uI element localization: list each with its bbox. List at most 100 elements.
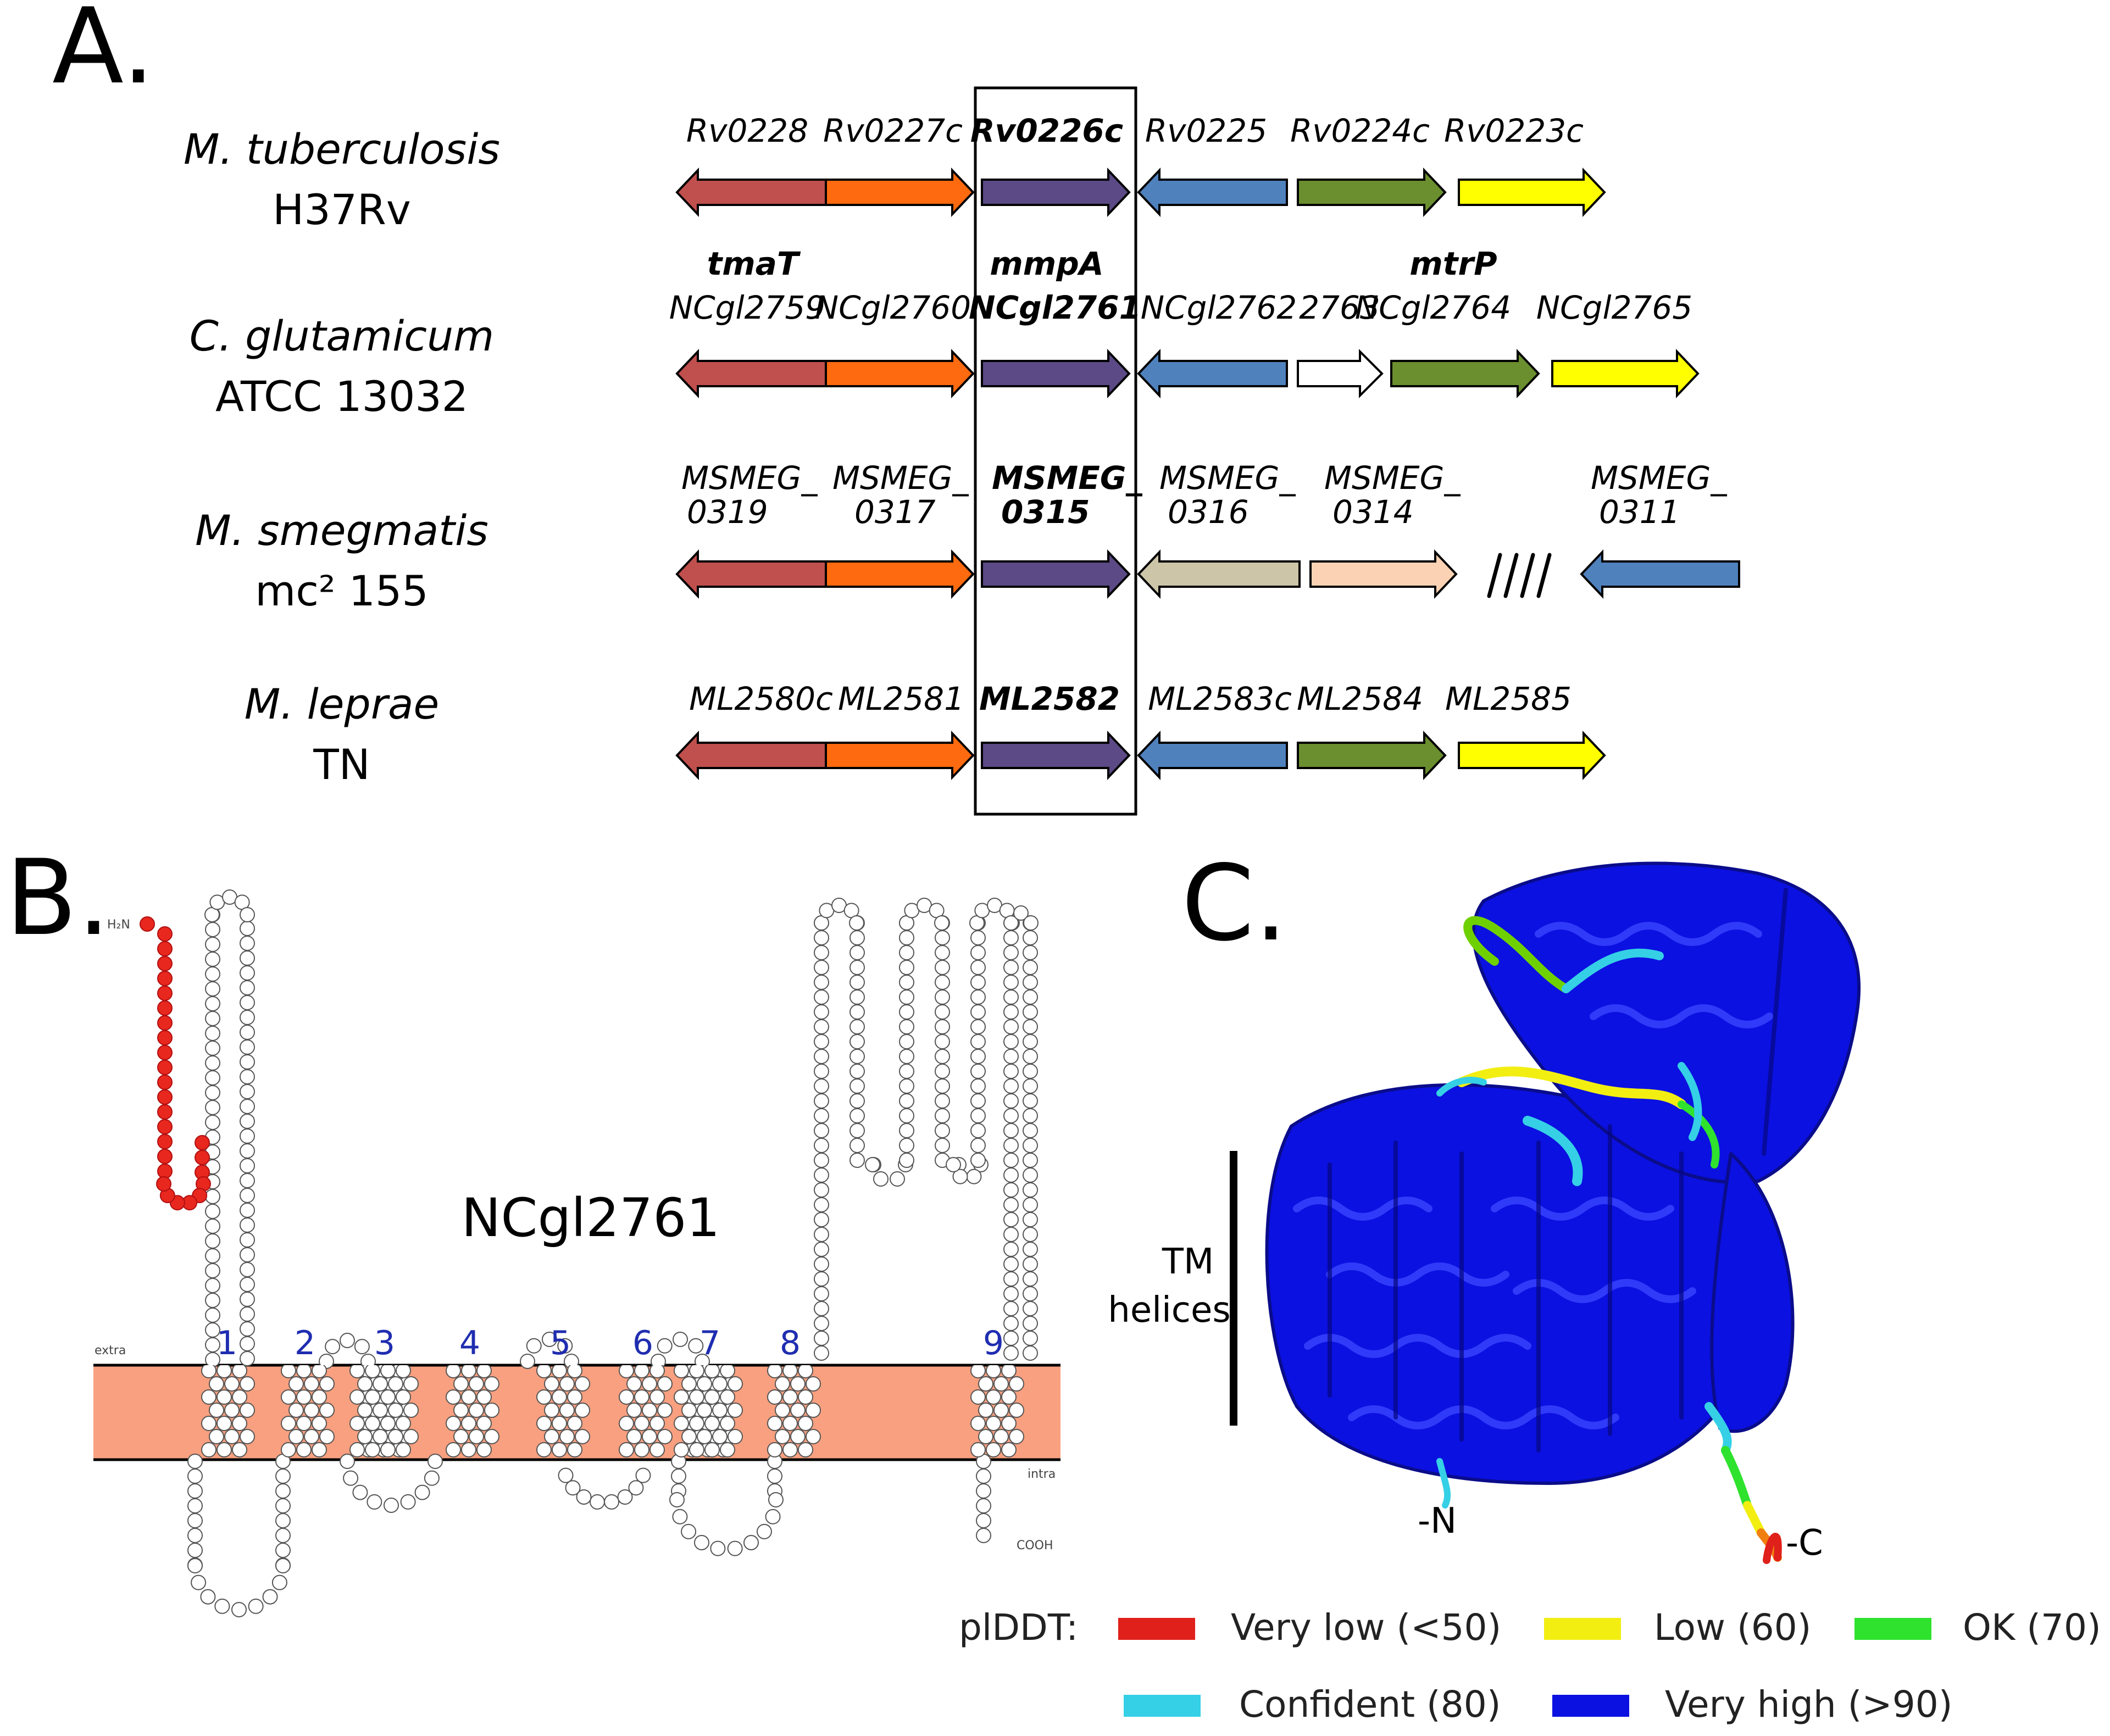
- residue: [275, 1468, 291, 1484]
- residue: [325, 1339, 341, 1355]
- tm-residue: [312, 1442, 327, 1457]
- gene-arrow: [1297, 730, 1447, 781]
- tm-residue: [319, 1376, 335, 1392]
- residue: [205, 1100, 220, 1115]
- gene-label: ML2580c: [689, 680, 833, 717]
- residue: [240, 1321, 255, 1337]
- tm-residue: [642, 1429, 657, 1444]
- residue: [205, 1011, 220, 1026]
- gene-arrow: [1137, 348, 1288, 399]
- helix-number: 6: [632, 1324, 653, 1362]
- tm-residue: [304, 1429, 319, 1444]
- gene-label-number: 0316: [1168, 493, 1249, 531]
- residue: [849, 1049, 865, 1064]
- tm-residue: [201, 1365, 216, 1378]
- tm-residue: [357, 1403, 373, 1418]
- residue: [1003, 1004, 1019, 1020]
- residue: [240, 921, 255, 936]
- tm-residue: [469, 1429, 484, 1444]
- gene-arrows-msm: [675, 549, 1740, 599]
- residue: [240, 1173, 255, 1188]
- tm-residue: [216, 1389, 232, 1405]
- gene-arrow: [675, 167, 827, 218]
- residue: [899, 930, 914, 945]
- helix-number: 7: [699, 1324, 720, 1362]
- tm-residue: [782, 1416, 798, 1431]
- residue: [1023, 1167, 1038, 1183]
- tm-residue: [357, 1376, 373, 1392]
- tm-residue: [281, 1416, 296, 1431]
- signal-residue: [157, 1089, 173, 1105]
- residue: [1003, 1227, 1019, 1242]
- residue: [240, 1188, 255, 1203]
- c-terminus-label-c: -C: [1786, 1523, 1823, 1563]
- panel-b: B. extra intra H₂N COOH NCgl2761 1 2 3 4…: [5, 837, 1060, 1617]
- residue: [205, 1115, 220, 1130]
- n-terminus-label: H₂N: [107, 918, 130, 932]
- residue: [899, 1093, 914, 1109]
- tm-residue: [240, 1376, 255, 1392]
- residue: [617, 1489, 633, 1505]
- residue: [187, 1543, 203, 1558]
- signal-residue: [157, 1119, 173, 1134]
- residue: [814, 1271, 829, 1287]
- gene-arrow: [981, 167, 1131, 218]
- residue: [240, 1232, 255, 1248]
- tm-residue: [657, 1403, 673, 1418]
- residue: [1003, 1138, 1019, 1153]
- residue: [240, 995, 255, 1010]
- residue: [187, 1483, 203, 1499]
- tm-residue: [986, 1365, 1001, 1378]
- tm-residue: [559, 1376, 575, 1392]
- tm-residue: [575, 1429, 590, 1444]
- tm-residue: [209, 1429, 224, 1444]
- residue: [1003, 1049, 1019, 1064]
- tm-residue: [403, 1429, 419, 1444]
- residue: [191, 1574, 207, 1590]
- residue: [814, 930, 829, 945]
- gene-label: ML2585: [1445, 680, 1572, 717]
- gene-label: NCgl2765: [1536, 289, 1692, 326]
- residue: [1023, 960, 1038, 975]
- tm-residue: [798, 1389, 813, 1405]
- tm-residue: [619, 1416, 634, 1431]
- strain-mle: TN: [313, 740, 370, 789]
- tm-residue: [224, 1403, 240, 1418]
- legend-swatch-ok: [1854, 1618, 1931, 1640]
- residue: [814, 1093, 829, 1109]
- residue: [240, 1099, 255, 1114]
- tm-residue: [232, 1416, 247, 1431]
- residue: [384, 1498, 399, 1513]
- residue: [899, 1049, 914, 1064]
- residue: [240, 1306, 255, 1322]
- tm-residue: [567, 1389, 582, 1405]
- gene-label: MSMEG_: [681, 459, 818, 497]
- residue: [1003, 1345, 1019, 1361]
- tm-residue: [806, 1403, 821, 1418]
- tm-residue: [224, 1376, 240, 1392]
- c-terminus-label: COOH: [1017, 1539, 1053, 1553]
- residue: [935, 960, 950, 975]
- residue: [240, 1010, 255, 1025]
- tm-label: TM: [1162, 1242, 1214, 1282]
- residue: [414, 1484, 430, 1500]
- signal-residue: [157, 926, 173, 942]
- residue: [205, 966, 220, 982]
- tm-residue: [304, 1403, 319, 1418]
- residue: [1023, 1004, 1038, 1020]
- gene-label: Rv0223c: [1444, 112, 1584, 149]
- tm-residue: [476, 1416, 492, 1431]
- residue: [205, 922, 220, 937]
- tm-label: helices: [1108, 1290, 1230, 1331]
- gene-name-mmpa: mmpA: [990, 245, 1103, 282]
- plddt-legend: plDDT: Very low (<50) Low (60) OK (70) C…: [959, 1606, 2101, 1726]
- residue: [814, 1227, 829, 1242]
- residue: [542, 1332, 557, 1347]
- tm-residue: [657, 1376, 673, 1392]
- tm-residue: [281, 1365, 296, 1378]
- strain-mtb: H37Rv: [273, 185, 411, 234]
- break-mark: [1487, 553, 1552, 598]
- residue: [1023, 1271, 1038, 1287]
- tm-residue: [790, 1376, 806, 1392]
- tm-residue: [296, 1365, 312, 1378]
